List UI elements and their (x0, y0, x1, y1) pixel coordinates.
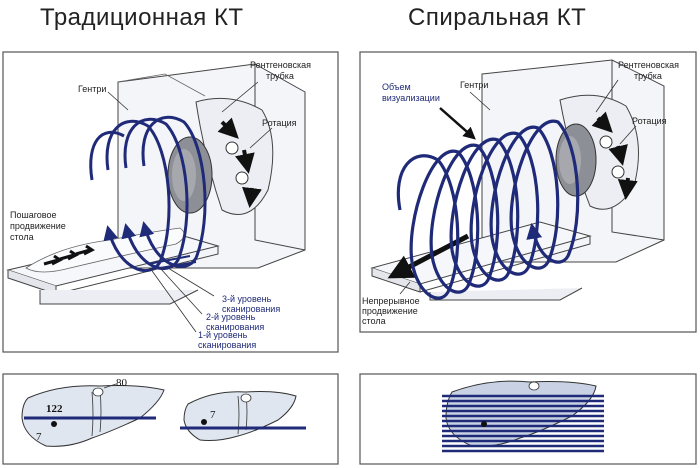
panel-frame-bottom-left (2, 373, 339, 465)
label-rotation-right: Ротация (632, 116, 667, 126)
title-spiral-ct: Спиральная КТ (408, 4, 587, 31)
title-traditional-ct: Традиционная КТ (40, 4, 244, 31)
label-7a: 7 (36, 431, 42, 443)
scan-rings-traditional (89, 115, 207, 273)
label-122: 122 (46, 403, 63, 415)
label-tube-left-2: трубка (266, 71, 294, 81)
panel-frame-bottom-right (359, 373, 697, 465)
label-table-left-1: Пошаговое (10, 210, 56, 220)
panel-frame-spiral (359, 51, 697, 333)
lesion-dot (481, 421, 487, 427)
volume-scan-stripes (442, 394, 604, 453)
label-level1-1: 1-й уровень (198, 330, 248, 340)
label-level3-2: сканирования (222, 304, 280, 314)
scan-helix-spiral (396, 119, 580, 300)
label-gantry-left: Гентри (78, 84, 106, 94)
label-table-right-1: Непрерывное (362, 296, 420, 306)
label-volume-2: визуализации (382, 93, 440, 103)
liver-slice-1 (21, 383, 165, 447)
label-tube-right-2: трубка (634, 71, 662, 81)
label-80: 80 (116, 377, 128, 389)
label-7b: 7 (210, 409, 216, 421)
label-level3-1: 3-й уровень (222, 294, 272, 304)
label-table-right-2: продвижение (362, 306, 418, 316)
label-table-right-3: стола (362, 316, 386, 326)
leader-lines-traditional (107, 81, 273, 333)
label-tube-left-1: Рентгеновская (250, 60, 311, 70)
liver-slice-2 (183, 391, 297, 441)
label-table-left-3: стола (10, 232, 34, 242)
scanner-traditional (6, 63, 306, 305)
panel-frame-traditional (2, 51, 339, 353)
label-level2-1: 2-й уровень (206, 312, 256, 322)
label-rotation-left: Ротация (262, 118, 297, 128)
label-gantry-right: Гентри (460, 80, 488, 90)
label-level1-2: сканирования (198, 340, 256, 350)
label-volume-1: Объем (382, 82, 411, 92)
label-tube-right-1: Рентгеновская (618, 60, 679, 70)
leader-lines-spiral (399, 79, 637, 295)
label-table-left-2: продвижение (10, 221, 66, 231)
label-level2-2: сканирования (206, 322, 264, 332)
